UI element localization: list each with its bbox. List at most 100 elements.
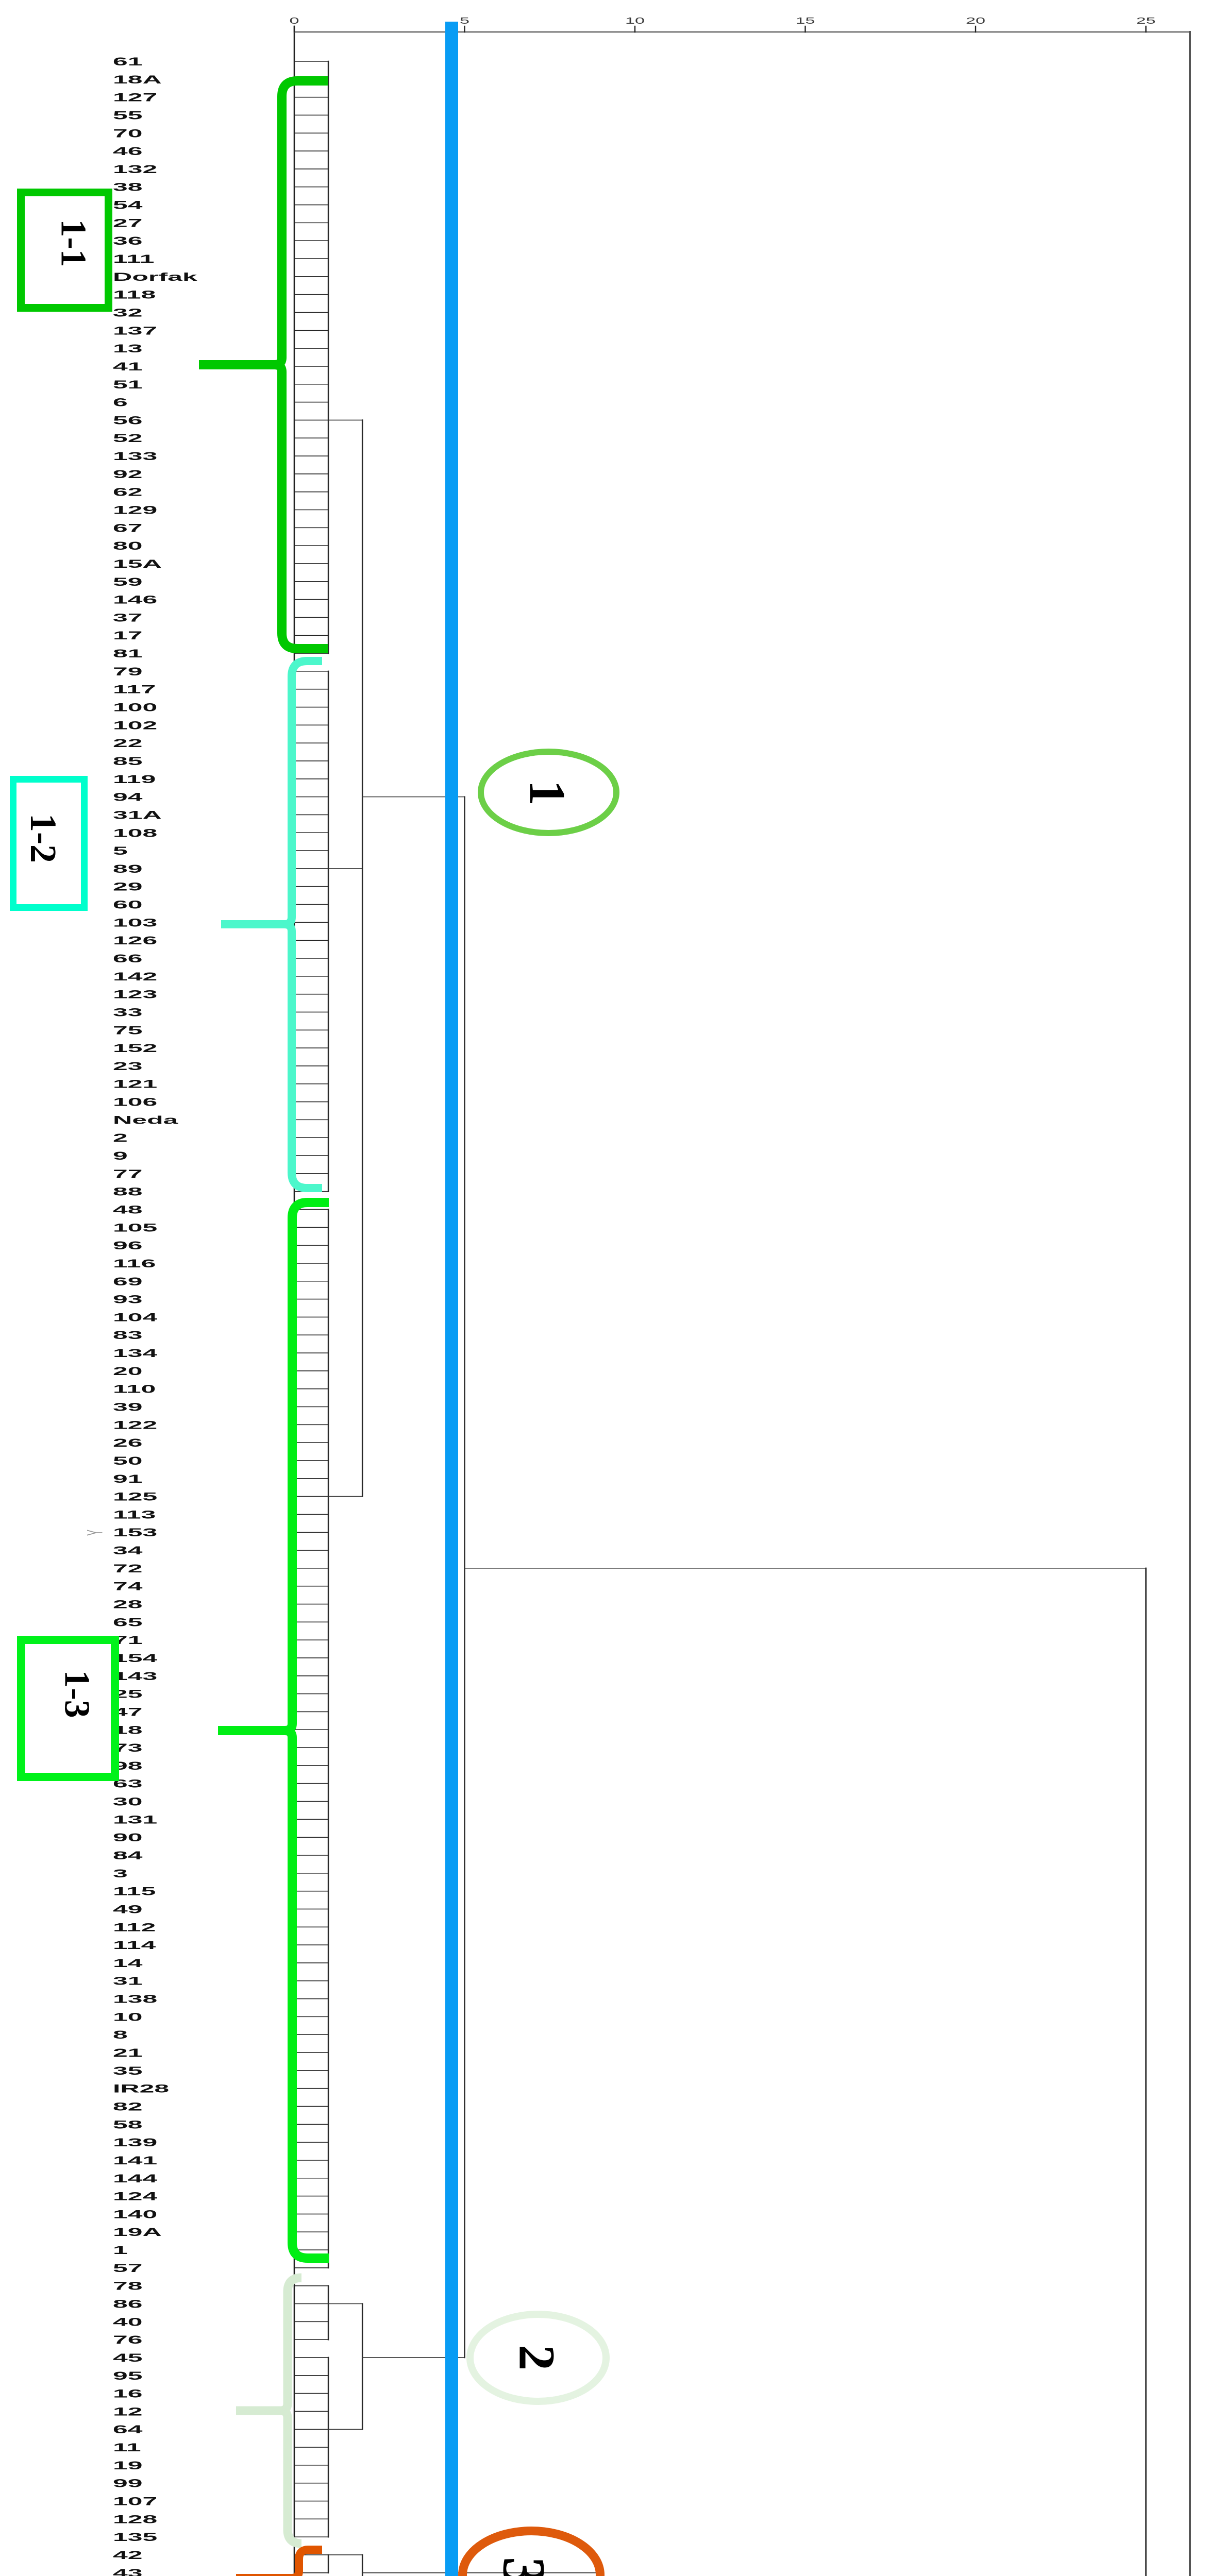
bracket-cluster-1-3 bbox=[218, 1198, 329, 2263]
leaf-label: 79 bbox=[113, 665, 143, 677]
leaf-label: 128 bbox=[113, 2513, 157, 2526]
leaf-label: 91 bbox=[113, 1472, 143, 1485]
leaf-label: 35 bbox=[113, 2064, 143, 2077]
leaf-label: 57 bbox=[113, 2262, 143, 2274]
subcluster-label: 1-3 bbox=[57, 1670, 97, 1718]
leaf-label: 69 bbox=[113, 1275, 143, 1287]
leaf-label: 32 bbox=[113, 307, 143, 319]
leaf-label: 46 bbox=[113, 145, 143, 158]
leaf-label: 99 bbox=[113, 2477, 143, 2489]
leaf-label: 40 bbox=[113, 2316, 143, 2328]
leaf-label: 124 bbox=[113, 2190, 157, 2202]
cluster-number-label: 2 bbox=[509, 2345, 566, 2370]
leaf-label: 22 bbox=[113, 737, 143, 750]
leaf-label: 58 bbox=[113, 2119, 143, 2131]
leaf-label: 80 bbox=[113, 540, 143, 552]
leaf-label: 54 bbox=[113, 199, 143, 211]
cluster-ellipse-2 bbox=[466, 2311, 610, 2405]
leaf-label: 134 bbox=[113, 1347, 157, 1360]
leaf-label: 76 bbox=[113, 2334, 143, 2346]
leaf-label: 106 bbox=[113, 1096, 157, 1108]
leaf-label: 112 bbox=[113, 1921, 156, 1934]
leaf-label: 75 bbox=[113, 1024, 143, 1037]
leaf-label: 43 bbox=[113, 2567, 143, 2576]
subcluster-box-1-3 bbox=[17, 1636, 119, 1781]
leaf-label: 142 bbox=[113, 970, 157, 982]
leaf-label: 121 bbox=[113, 1078, 157, 1090]
leaf-label: 100 bbox=[113, 701, 157, 714]
leaf-label: 92 bbox=[113, 468, 143, 480]
leaf-label: Dorfak bbox=[113, 270, 198, 283]
leaf-label: 64 bbox=[113, 2424, 143, 2436]
leaf-label: 31A bbox=[113, 809, 162, 821]
leaf-label: 141 bbox=[113, 2155, 157, 2167]
leaf-label: 122 bbox=[113, 1419, 157, 1431]
leaf-label: 113 bbox=[113, 1509, 156, 1521]
leaf-label: 133 bbox=[113, 450, 157, 463]
bracket-cluster-1-1 bbox=[199, 76, 328, 653]
leaf-label: 8 bbox=[113, 2029, 128, 2041]
leaf-label: 49 bbox=[113, 1903, 143, 1916]
axis-tick-label: 0 bbox=[289, 15, 299, 26]
leaf-label: 72 bbox=[113, 1562, 143, 1574]
leaf-label: 9 bbox=[113, 1150, 128, 1162]
leaf-label: 95 bbox=[113, 2369, 143, 2382]
leaf-label: 52 bbox=[113, 432, 143, 445]
leaf-label: 74 bbox=[113, 1580, 143, 1592]
leaf-label: 78 bbox=[113, 2280, 143, 2292]
leaf-label: 27 bbox=[113, 217, 143, 229]
leaf-label: 59 bbox=[113, 575, 143, 588]
leaf-label: 105 bbox=[113, 1222, 157, 1234]
subcluster-boxes: 1-11-21-3 bbox=[10, 189, 119, 1781]
bracket-cluster-2 bbox=[236, 2273, 302, 2548]
leaf-label: 61 bbox=[113, 56, 143, 68]
leaf-label: 108 bbox=[113, 827, 157, 839]
leaf-label: 12 bbox=[113, 2405, 143, 2418]
leaf-label: 66 bbox=[113, 953, 143, 965]
leaf-label: 88 bbox=[113, 1185, 143, 1198]
leaf-label: 146 bbox=[113, 594, 157, 606]
leaf-label: 29 bbox=[113, 880, 143, 893]
leaf-label: 139 bbox=[113, 2137, 157, 2149]
axis-tick-label: 20 bbox=[966, 15, 985, 26]
cluster-ellipses: 1234 bbox=[458, 749, 619, 2576]
axis-tick-label: 10 bbox=[625, 15, 645, 26]
cutoff-line bbox=[445, 22, 458, 2576]
leaf-label: 70 bbox=[113, 127, 143, 140]
leaf-label: 20 bbox=[113, 1365, 143, 1377]
leaf-label: 13 bbox=[113, 343, 143, 355]
leaf-label: 104 bbox=[113, 1311, 157, 1324]
leaf-label: 144 bbox=[113, 2172, 157, 2184]
leaf-label: 19A bbox=[113, 2226, 162, 2239]
cluster-number-label: 1 bbox=[519, 780, 576, 806]
leaf-label: 89 bbox=[113, 863, 143, 875]
leaf-label: 56 bbox=[113, 414, 143, 427]
leaf-label: 34 bbox=[113, 1545, 143, 1557]
leaf-label: 138 bbox=[113, 1993, 157, 2005]
y-axis-label-text: Y bbox=[83, 1530, 107, 1536]
leaf-label: 102 bbox=[113, 719, 157, 732]
leaf-label: 152 bbox=[113, 1042, 157, 1055]
leaf-label: 82 bbox=[113, 2100, 143, 2113]
leaf-label: 154 bbox=[113, 1652, 157, 1665]
bracket-cluster-3 bbox=[236, 2546, 322, 2576]
leaf-label: 125 bbox=[113, 1490, 157, 1503]
leaf-label: 94 bbox=[113, 791, 143, 803]
leaf-label: 65 bbox=[113, 1616, 143, 1629]
cluster-ellipse-3 bbox=[458, 2527, 605, 2576]
leaf-label: 51 bbox=[113, 378, 143, 391]
leaf-label: 5 bbox=[113, 845, 128, 857]
dendrogram-tree bbox=[294, 60, 1147, 2576]
y-axis-label: Y bbox=[83, 1530, 107, 1536]
leaf-label: Neda bbox=[113, 1114, 179, 1126]
leaf-label: 143 bbox=[113, 1670, 157, 1682]
leaf-label: 140 bbox=[113, 2208, 157, 2221]
leaf-label: 115 bbox=[113, 1885, 156, 1897]
leaf-label: 60 bbox=[113, 899, 143, 911]
subcluster-label: 1-2 bbox=[23, 814, 64, 863]
leaf-label: 126 bbox=[113, 935, 157, 947]
leaf-label: 153 bbox=[113, 1527, 157, 1539]
bracket-cluster-1-2 bbox=[221, 657, 322, 1192]
leaf-label: 81 bbox=[113, 648, 143, 660]
leaf-label: 45 bbox=[113, 2352, 143, 2364]
